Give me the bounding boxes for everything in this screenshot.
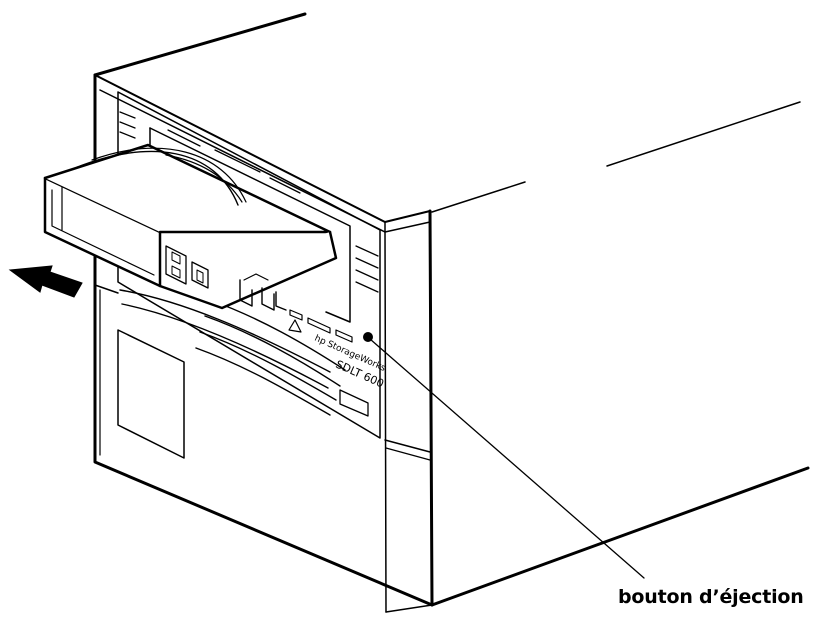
eject-button-callout-label: bouton d’éjection	[618, 586, 804, 608]
background-lines	[93, 12, 810, 607]
callout-leader-line	[369, 338, 645, 579]
ejection-arrow	[8, 265, 83, 298]
brand-text: hp	[313, 334, 328, 348]
device-label: hp StorageWorks SDLT 600	[313, 334, 387, 391]
tape-cartridge	[43, 143, 338, 311]
